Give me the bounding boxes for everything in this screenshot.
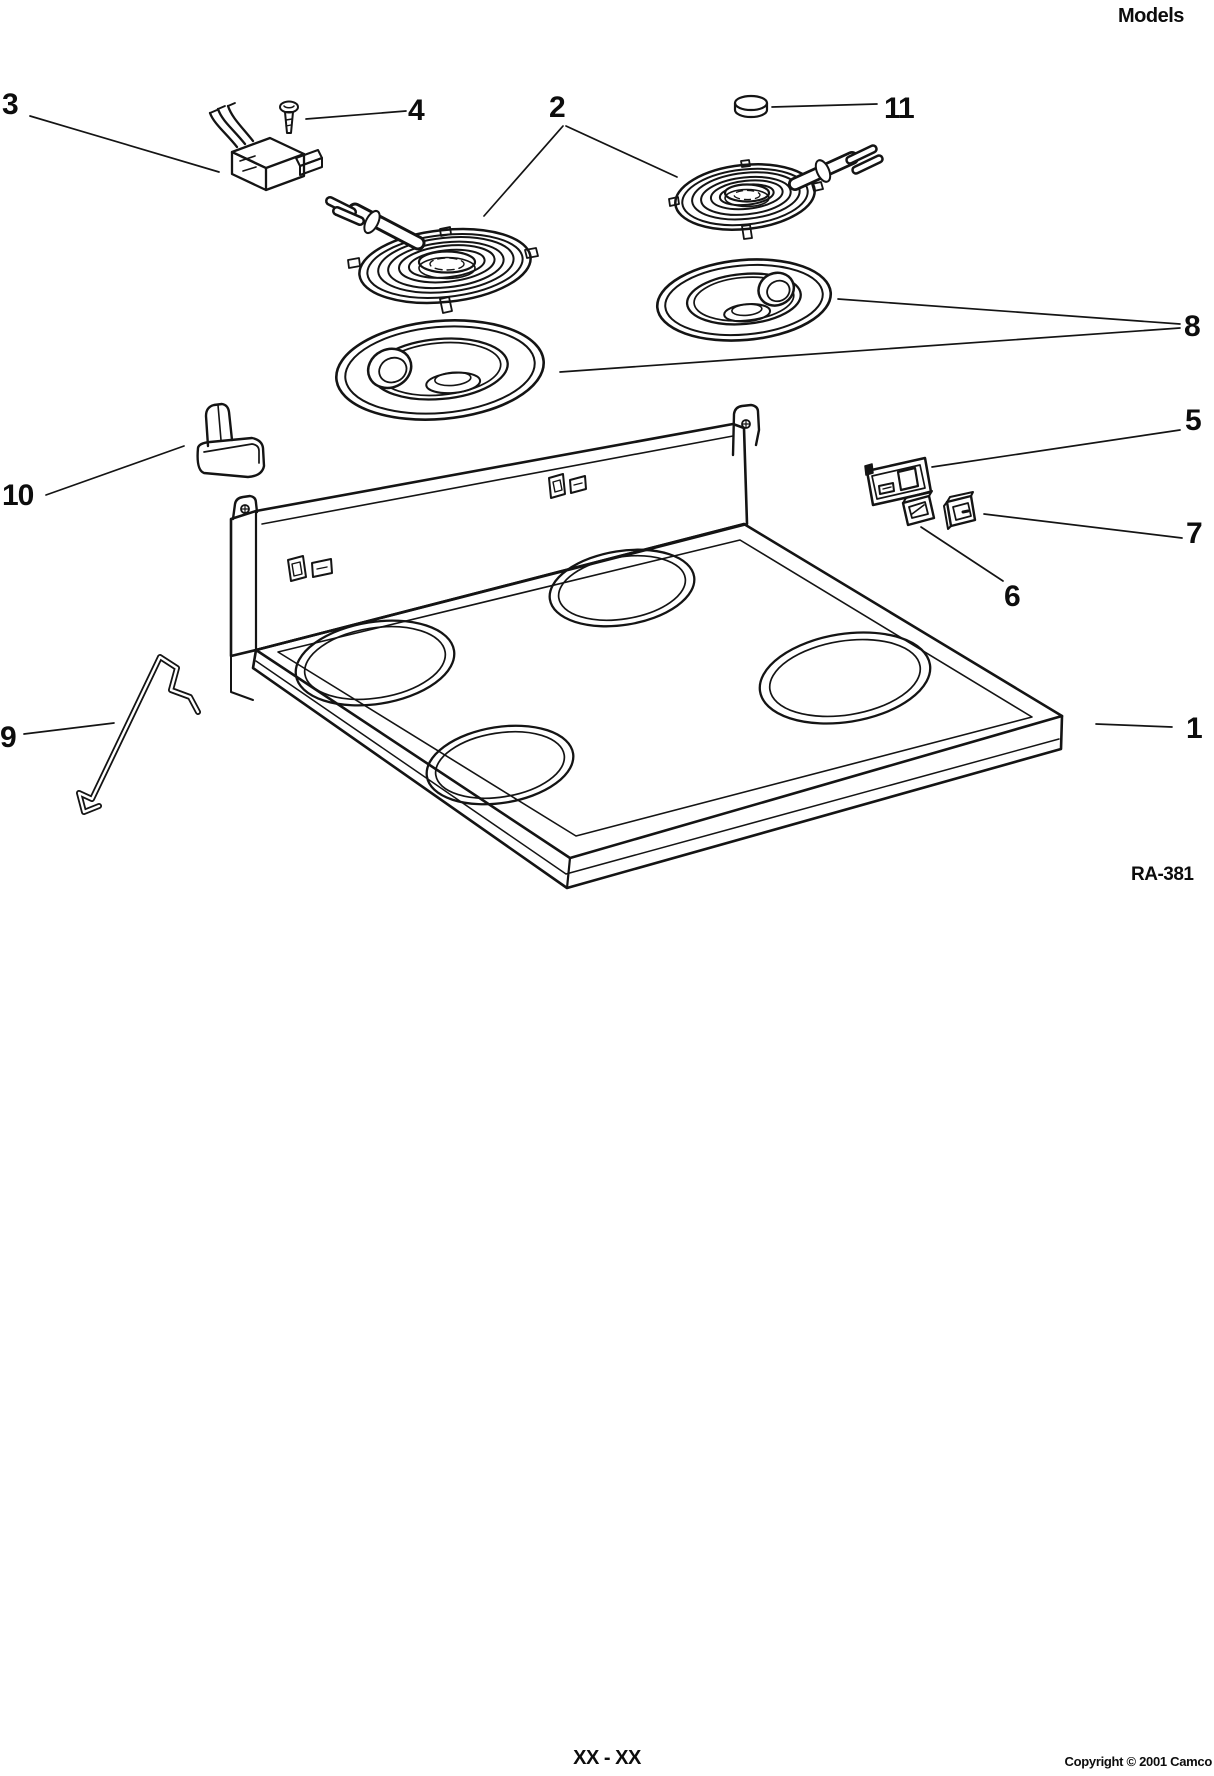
callout-5: 5 [1185,404,1202,437]
page-reference: XX - XX [573,1747,641,1769]
leader-lines [23,103,1183,735]
receptacle-plate-drawing [864,456,933,507]
callout-6: 6 [1004,580,1021,613]
main-top-drawing [229,403,1064,890]
terminal-receptacle-drawing [208,102,323,192]
switch-drawing [901,490,936,527]
screw-drawing [279,100,299,134]
cap-drawing [733,94,769,119]
callout-3: 3 [2,88,19,121]
callout-10: 10 [2,479,34,512]
copyright-notice: Copyright © 2001 Camco [1064,1754,1213,1769]
callout-7: 7 [1186,517,1203,550]
drip-bowl-left-drawing [335,319,545,421]
callout-1: 1 [1186,712,1203,745]
coil-element-left-drawing [325,196,539,314]
drawing-code-label: RA-381 [1131,864,1194,885]
end-cap-drawing [196,402,266,479]
callout-4: 4 [408,94,425,127]
drip-bowl-right-drawing [655,258,833,342]
models-heading: Models [1118,5,1184,27]
wire-rod-drawing [76,654,201,815]
callout-8: 8 [1184,310,1201,343]
callout-2: 2 [549,91,566,124]
switch-block-drawing [943,491,977,530]
callout-11: 11 [884,92,915,125]
callout-9: 9 [0,721,17,754]
coil-element-right-drawing [668,144,884,240]
